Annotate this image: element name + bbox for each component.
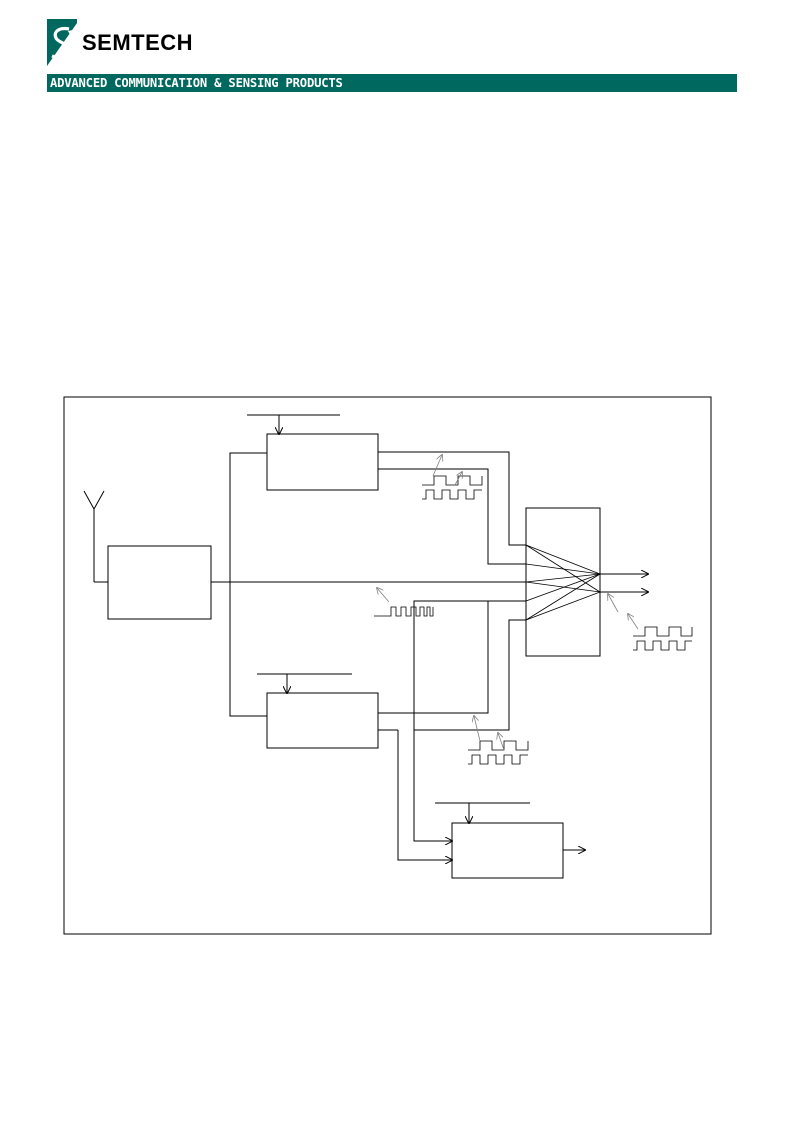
upper-leader-1	[432, 455, 442, 477]
tagline-text: ADVANCED COMMUNICATION & SENSING PRODUCT…	[50, 76, 343, 90]
upper-waveform-icon	[422, 475, 483, 500]
semtech-logo-icon	[47, 19, 77, 66]
upper-block	[266, 433, 379, 491]
center-waveform-icon	[374, 606, 434, 617]
lower-leader-1	[474, 716, 481, 742]
lower-block	[266, 692, 379, 749]
antenna-icon	[83, 490, 108, 583]
output-leader-1	[628, 614, 639, 630]
bottom-block	[451, 822, 564, 879]
lower-leader-2	[498, 733, 505, 751]
upper-leader-2	[454, 472, 462, 486]
receiver-block	[107, 545, 212, 620]
brand-name: SEMTECH	[82, 30, 194, 55]
output-leader-2	[608, 594, 619, 613]
signal-wiring	[211, 451, 526, 861]
lower-waveform-icon	[468, 740, 529, 765]
mux-paths	[525, 544, 601, 621]
diagram-frame	[63, 396, 712, 935]
mux-block	[525, 507, 601, 657]
center-leader	[377, 588, 390, 603]
tagline-bar: ADVANCED COMMUNICATION & SENSING PRODUCT…	[47, 74, 737, 92]
output-waveform-icon	[633, 626, 693, 651]
